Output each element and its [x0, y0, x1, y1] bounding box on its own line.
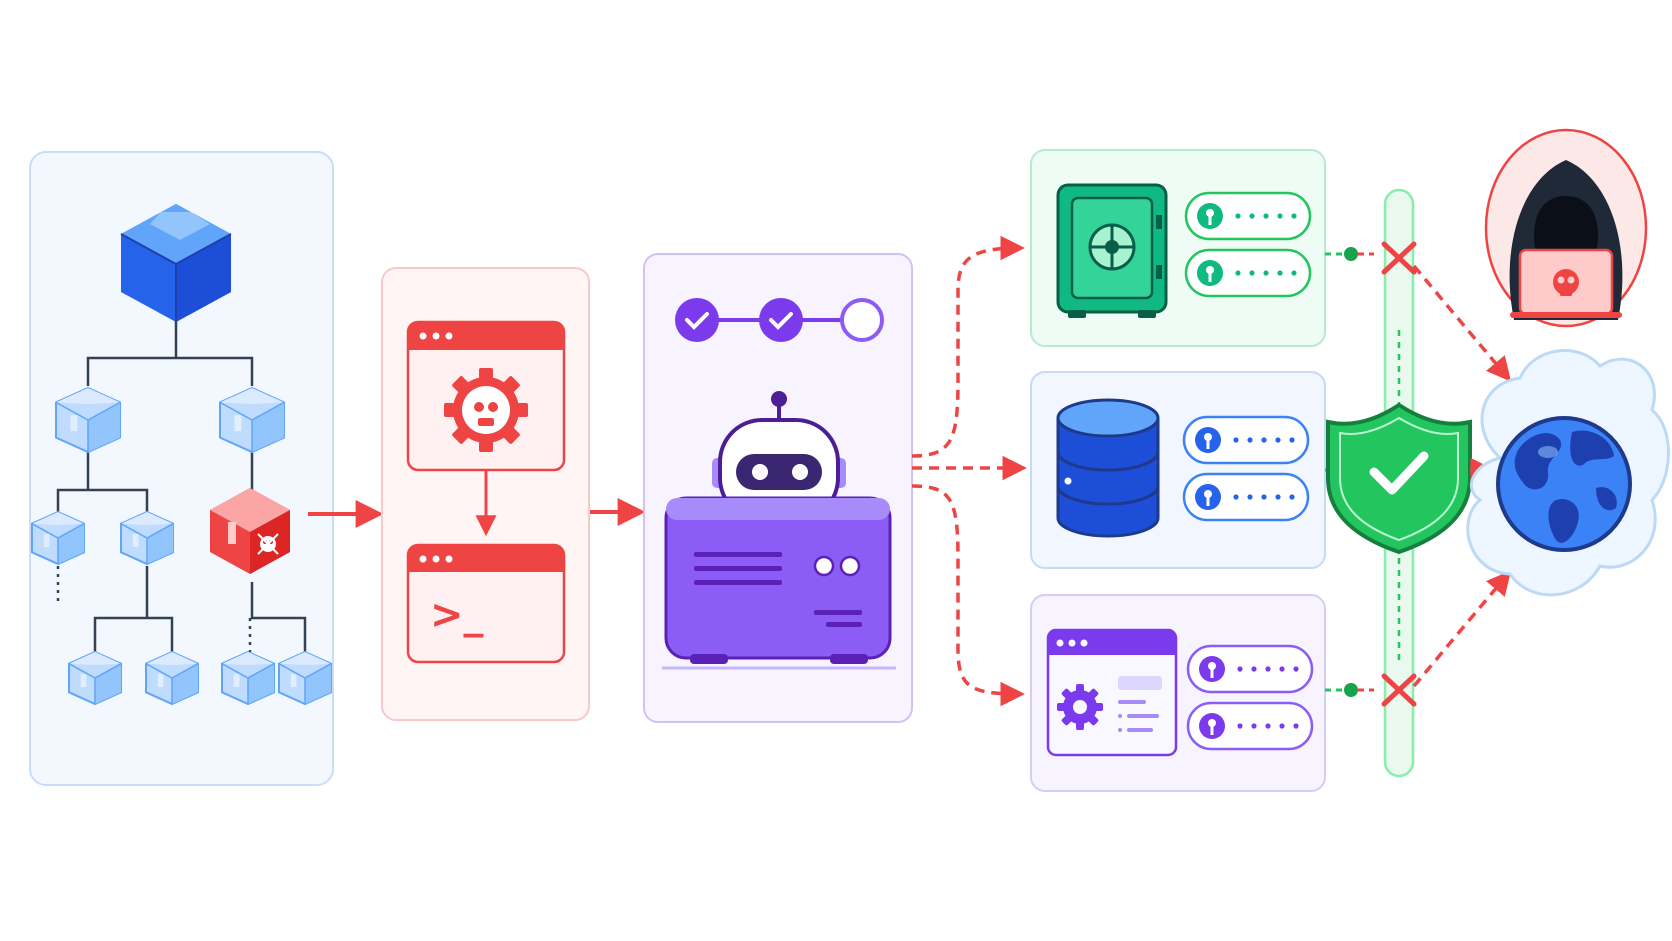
settings-window-icon [1046, 628, 1178, 757]
step-complete-icon [675, 298, 719, 342]
secret-key-list [1182, 415, 1310, 522]
terminal-prompt: >_ [430, 592, 484, 638]
database-icon [1056, 398, 1160, 538]
package-icon [221, 650, 275, 706]
key-icon [1184, 248, 1312, 298]
terminal-icon: >_ [406, 543, 566, 664]
ci-agent-panel [643, 253, 913, 723]
gear-icon [1057, 684, 1103, 730]
package-icon [120, 510, 174, 566]
secret-key-list [1184, 191, 1312, 298]
skull-icon [1553, 269, 1579, 296]
secret-key-list [1186, 644, 1314, 751]
key-icon [1182, 472, 1310, 522]
tree-connectors [56, 318, 307, 652]
malicious-package-icon [210, 488, 290, 574]
dependency-packages [31, 386, 332, 706]
shield-check-icon [1326, 402, 1472, 555]
key-icon [1184, 191, 1312, 241]
safe-vault-icon [1056, 183, 1168, 318]
step-pending-icon [840, 298, 884, 342]
step-complete-icon [759, 298, 803, 342]
exfiltration-branches [911, 235, 1027, 707]
key-icon [1182, 415, 1310, 465]
robot-icon [662, 391, 896, 670]
internet-cloud [1466, 349, 1670, 597]
package-icon [55, 386, 121, 454]
package-icon [31, 510, 85, 566]
package-icon [219, 386, 285, 454]
progress-steps [675, 298, 884, 342]
config-secrets-panel [1030, 594, 1326, 792]
blocked-x-icon [1381, 241, 1417, 275]
vault-secrets-panel [1030, 149, 1326, 347]
package-icon [278, 650, 332, 706]
hacker-icon [1484, 128, 1648, 328]
database-secrets-panel [1030, 371, 1326, 569]
blocked-x-icon [1381, 673, 1417, 707]
dependency-tree-panel [29, 151, 334, 786]
package-icon [68, 650, 122, 706]
skull-gear-icon [444, 368, 528, 452]
package-icon [145, 650, 199, 706]
globe-icon [1496, 416, 1632, 552]
malicious-script-panel: >_ [381, 267, 590, 721]
skull-gear-window [406, 320, 566, 472]
package-icon [120, 204, 232, 322]
key-icon [1186, 701, 1314, 751]
key-icon [1186, 644, 1314, 694]
